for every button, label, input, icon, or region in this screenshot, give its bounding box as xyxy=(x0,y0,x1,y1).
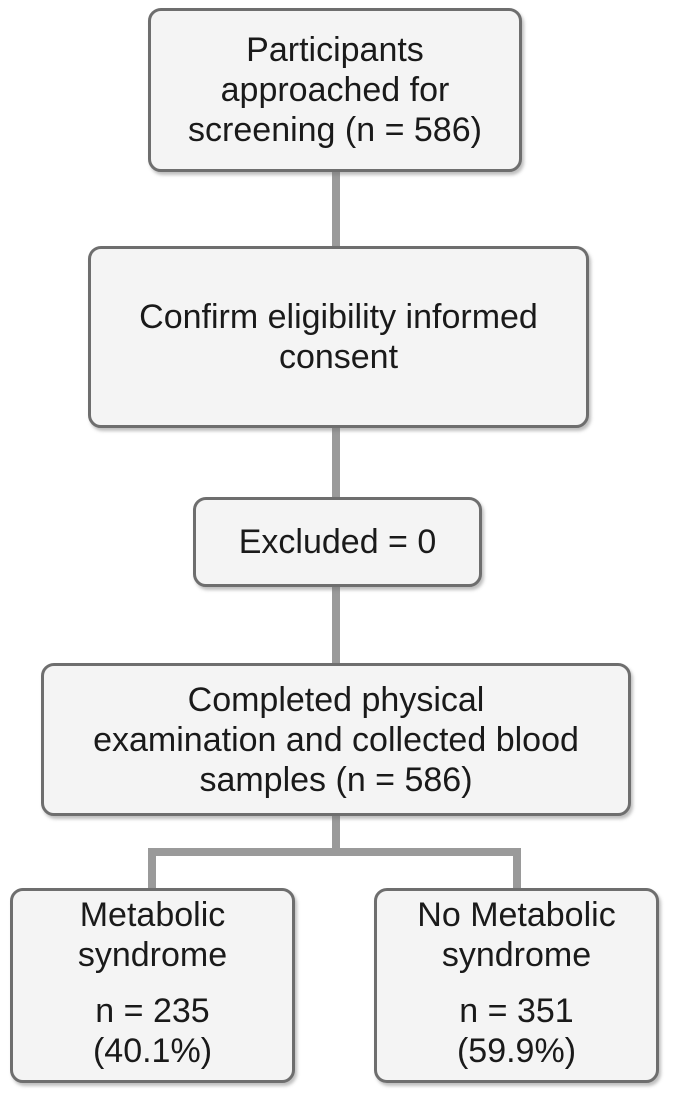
node-confirm-eligibility: Confirm eligibility informed consent xyxy=(88,246,589,428)
connector-split-horizontal xyxy=(148,848,521,856)
node-metabolic-syndrome-title: Metabolic syndrome xyxy=(77,896,228,974)
node-completed-examination-label: Completed physical examination and colle… xyxy=(93,680,579,799)
connector-excluded-completed xyxy=(332,583,340,667)
connector-split-left xyxy=(148,848,156,892)
node-no-metabolic-syndrome: No Metabolic syndrome n = 351 (59.9%) xyxy=(374,888,659,1083)
node-confirm-eligibility-label: Confirm eligibility informed consent xyxy=(139,298,538,376)
node-excluded-label: Excluded = 0 xyxy=(238,523,437,561)
node-no-metabolic-syndrome-count: n = 351 (59.9%) xyxy=(456,992,577,1070)
connector-split-right xyxy=(513,848,521,892)
node-no-metabolic-syndrome-title: No Metabolic syndrome xyxy=(417,896,616,974)
node-participants-approached: Participants approached for screening (n… xyxy=(148,8,522,172)
node-completed-examination: Completed physical examination and colle… xyxy=(41,663,631,816)
connector-completed-split-stem xyxy=(332,812,340,856)
connector-approached-consent xyxy=(332,168,340,250)
connector-consent-excluded xyxy=(332,424,340,501)
node-metabolic-syndrome: Metabolic syndrome n = 235 (40.1%) xyxy=(10,888,295,1083)
node-metabolic-syndrome-count: n = 235 (40.1%) xyxy=(92,992,213,1070)
node-excluded: Excluded = 0 xyxy=(193,497,482,587)
node-participants-approached-label: Participants approached for screening (n… xyxy=(188,31,482,149)
